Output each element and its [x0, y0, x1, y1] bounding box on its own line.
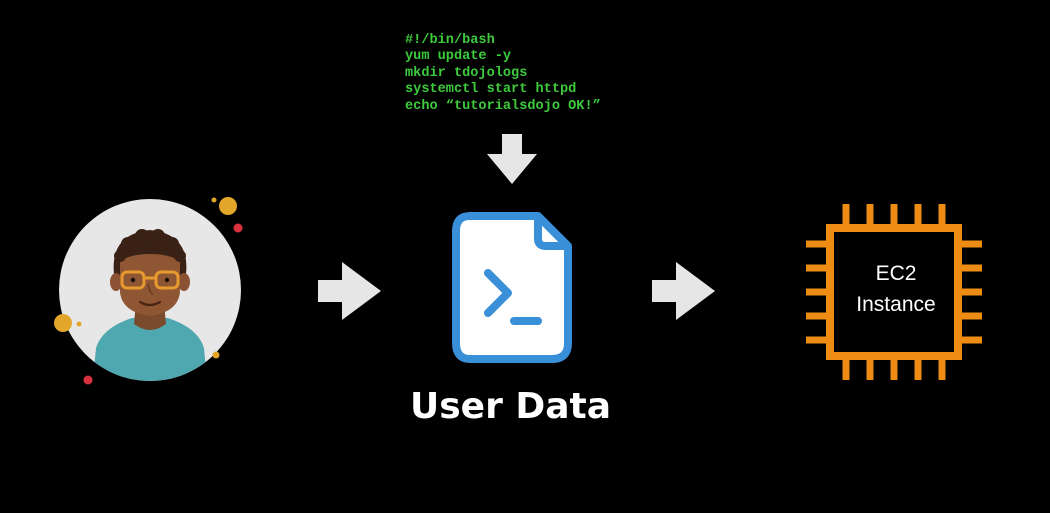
- right-arrow-icon: [318, 262, 381, 320]
- script-line: echo “tutorialsdojo OK!”: [405, 98, 601, 114]
- right-arrow-icon: [652, 262, 715, 320]
- avatar-decoration-dots: [54, 197, 243, 385]
- script-line: #!/bin/bash: [405, 33, 495, 48]
- ec2-chip-icon: [806, 204, 982, 380]
- down-arrow-icon: [487, 134, 537, 184]
- ec2-label-line2: Instance: [856, 293, 936, 316]
- ec2-label-line1: EC2: [875, 262, 917, 285]
- user-avatar-icon: [59, 199, 241, 381]
- script-line: mkdir tdojologs: [405, 65, 528, 81]
- script-line: systemctl start httpd: [405, 82, 577, 98]
- script-line: yum update -y: [405, 49, 512, 65]
- terminal-file-icon: [452, 212, 572, 363]
- ec2-instance-label: EC2 Instance: [837, 258, 955, 320]
- user-data-label: User Data: [410, 386, 612, 427]
